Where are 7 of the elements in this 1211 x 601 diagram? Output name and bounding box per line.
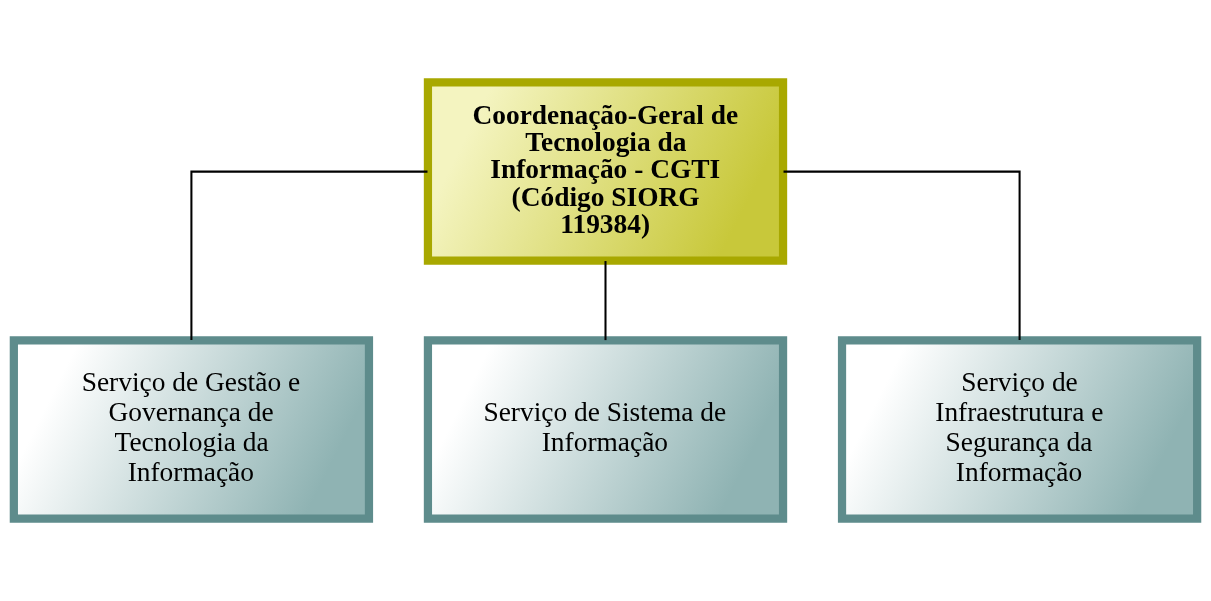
node-box: Coordenação-Geral de Tecnologia da Informação - CGTI (Código SIORG 119384) — [423, 78, 788, 265]
node-box: Serviço de Sistema de Informação — [423, 336, 788, 523]
connector — [190, 170, 428, 340]
node-box: Serviço de Infraestrutura e Segurança da Informação — [837, 336, 1202, 523]
connector — [604, 261, 607, 341]
node-box: Serviço de Gestão e Governança de Tecnologia da Informação — [9, 336, 374, 523]
connector — [783, 170, 1021, 340]
